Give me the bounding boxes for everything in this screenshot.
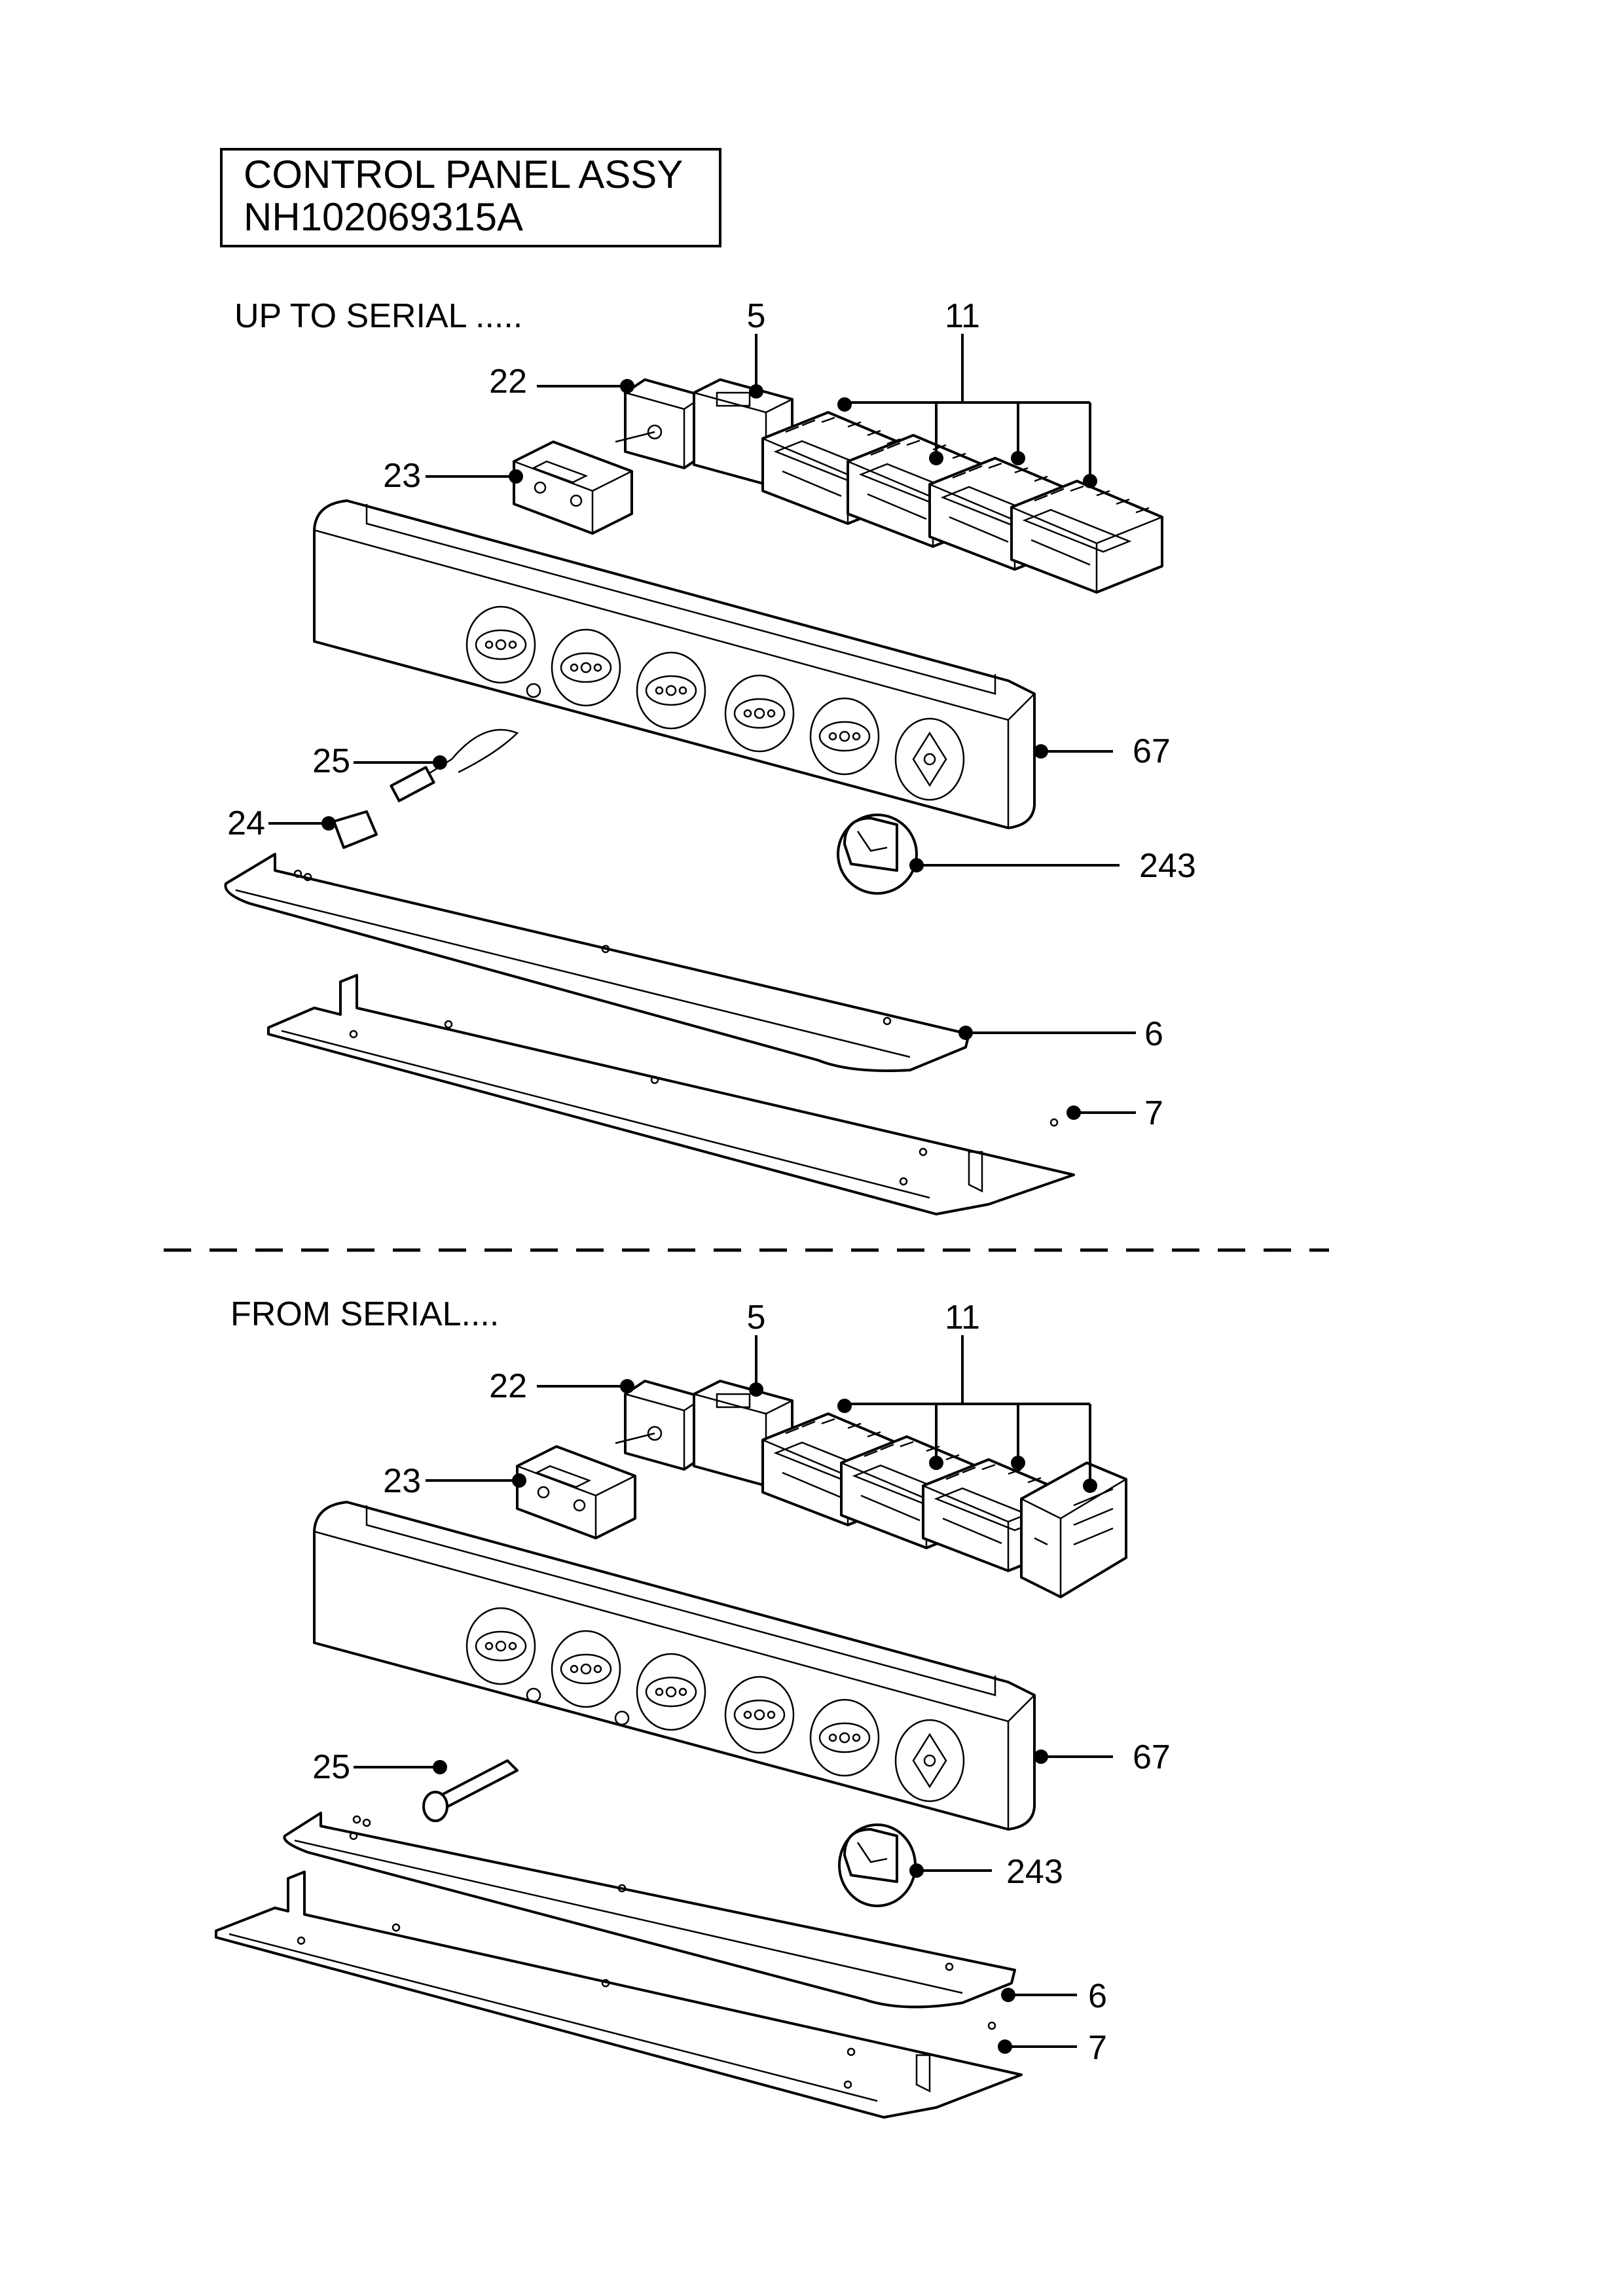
switch-23	[516, 1445, 636, 1539]
leaders-1	[268, 334, 1136, 1120]
callout-5: 5	[747, 1299, 766, 1336]
callout-67: 67	[1133, 1738, 1171, 1776]
control-panel	[313, 1501, 1036, 1831]
switch-vertical	[1020, 1462, 1127, 1598]
control-panel	[313, 499, 1036, 829]
callout-67: 67	[1133, 732, 1171, 770]
callout-6: 6	[1088, 1977, 1107, 2015]
callout-23: 23	[383, 457, 421, 495]
lamp-holder	[333, 728, 519, 849]
callout-11: 11	[945, 297, 980, 335]
title-box: CONTROL PANEL ASSY NH102069315A	[220, 148, 721, 247]
callout-22: 22	[489, 1367, 527, 1405]
base-plate	[215, 1871, 1023, 2119]
base-plate	[267, 974, 1075, 1215]
callout-6: 6	[1144, 1015, 1163, 1053]
leaders-2	[354, 1335, 1113, 2054]
callout-7: 7	[1144, 1094, 1163, 1132]
knob	[837, 814, 918, 895]
callout-243: 243	[1006, 1853, 1063, 1891]
callout-7: 7	[1088, 2029, 1107, 2067]
section-up-to-serial: UP TO SERIAL .....	[224, 297, 1196, 1215]
switch-23	[513, 440, 633, 535]
section-heading: FROM SERIAL....	[230, 1295, 499, 1333]
cam-switch-4	[1010, 480, 1163, 594]
callout-25: 25	[312, 1748, 350, 1786]
section-heading: UP TO SERIAL .....	[234, 297, 522, 335]
regulator-22	[614, 1380, 705, 1471]
trim-strip	[224, 853, 970, 1072]
title-line-2: NH102069315A	[244, 195, 523, 239]
callout-243: 243	[1139, 847, 1196, 885]
section-from-serial: FROM SERIAL....	[215, 1295, 1171, 2119]
title-line-1: CONTROL PANEL ASSY	[244, 152, 683, 196]
callout-25: 25	[312, 742, 350, 780]
callout-24: 24	[227, 804, 265, 842]
trim-strip	[283, 1812, 1016, 2009]
callout-11: 11	[945, 1299, 980, 1336]
callout-23: 23	[383, 1462, 421, 1500]
callout-22: 22	[489, 363, 527, 401]
callout-5: 5	[747, 297, 766, 335]
lamp-holder	[422, 1759, 519, 1822]
knob	[838, 1823, 917, 1907]
